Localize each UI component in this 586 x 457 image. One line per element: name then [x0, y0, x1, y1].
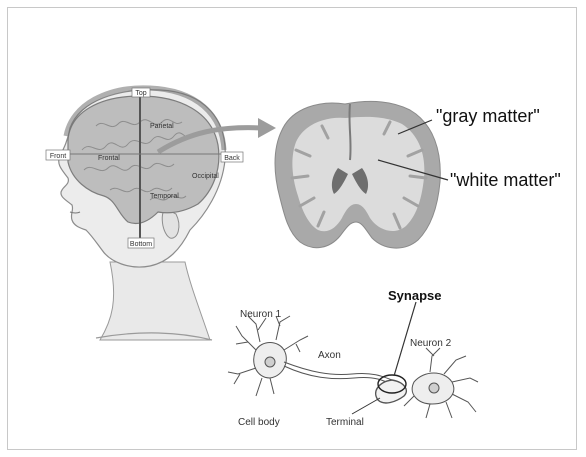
label-temporal: Temporal [150, 193, 179, 200]
label-bottom-text: Bottom [130, 241, 152, 248]
label-back: Back [221, 152, 243, 162]
label-white-matter: "white matter" [450, 170, 561, 190]
label-gray-matter: "gray matter" [436, 106, 540, 126]
label-frontal: Frontal [98, 155, 120, 162]
section-midline [349, 104, 350, 160]
label-neuron2: Neuron 2 [410, 338, 452, 349]
terminal-callout [352, 398, 380, 414]
head-neck [100, 262, 210, 340]
neuron2-nucleus [429, 383, 439, 393]
label-occipital: Occipital [192, 173, 219, 180]
label-top: Top [132, 88, 150, 97]
label-top-text: Top [135, 90, 146, 97]
label-parietal: Parietal [150, 123, 174, 130]
neuron1-axon [284, 362, 392, 380]
neuron1-nucleus [265, 357, 275, 367]
label-synapse: Synapse [388, 288, 441, 303]
axon-terminal [376, 380, 407, 403]
label-axon: Axon [318, 350, 341, 361]
label-back-text: Back [224, 155, 240, 162]
head-illustration: Top Front Back Bottom Frontal Parietal T… [46, 88, 243, 340]
label-bottom: Bottom [128, 238, 154, 248]
brain-coronal-section [275, 102, 448, 249]
label-neuron1: Neuron 1 [240, 309, 282, 320]
label-front: Front [46, 150, 70, 160]
label-terminal: Terminal [326, 417, 364, 428]
label-cell-body: Cell body [238, 417, 280, 428]
label-front-text: Front [50, 153, 66, 160]
